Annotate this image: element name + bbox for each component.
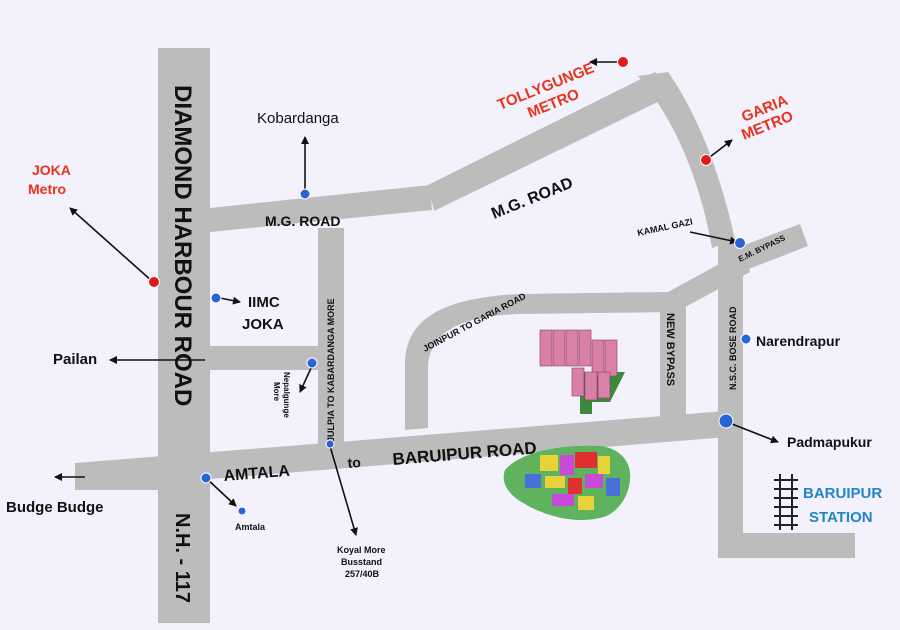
mg-road-left [210,185,432,232]
pointer-arrows [54,58,779,536]
dot-nepalgunge[interactable] [306,357,318,369]
dot-narendrapur[interactable] [740,333,752,345]
location-dots [148,56,752,516]
mg-road-right [428,72,672,211]
label-to: to [347,454,361,471]
arrow-nepalgunge [299,365,313,393]
label-padmapukur: Padmapukur [787,434,872,450]
label-baruipur-station-2: STATION [809,509,873,526]
label-joka-metro-1: JOKA [32,162,71,178]
label-kobardanga: Kobardanga [257,110,339,127]
label-diamond-harbour: DIAMOND HARBOUR ROAD [169,85,196,406]
label-pailan: Pailan [53,351,97,368]
dot-kamal-gazi[interactable] [734,237,746,249]
label-baruipur-station-1: BARUIPUR [803,485,882,502]
dot-kobardanga[interactable] [299,188,311,200]
road-network [75,48,855,623]
nsc-bose-road [718,240,743,558]
label-amtala-place: Amtala [235,522,266,532]
arrow-iimc [219,296,241,305]
dot-koyal-more[interactable] [325,439,335,449]
project-buildings-icon [539,329,625,414]
dot-padmapukur[interactable] [718,413,734,429]
label-julpia: JULPIA TO KABARDANGA MORE [326,298,336,442]
mg-road-curve [638,72,735,248]
arrow-joka-metro [69,207,154,283]
label-new-bypass: NEW BYPASS [664,313,676,386]
dot-amtala[interactable] [237,506,247,516]
dot-tollygunge-metro[interactable] [617,56,629,68]
arrow-kamal-gazi [689,231,738,245]
arrow-amtala [205,477,237,507]
label-amtala: AMTALA [223,463,291,485]
dot-joka-metro[interactable] [148,276,160,288]
label-joka-metro-2: Metro [28,181,66,197]
label-koyal-3: 257/40B [345,569,380,579]
julpia-road [318,228,344,463]
site-plan-icon [503,445,631,521]
station-labels: BARUIPUR STATION [803,485,882,526]
label-narendrapur: Narendrapur [756,333,841,349]
arrow-padmapukur [726,421,779,444]
label-mg-road-right: M.G. ROAD [489,175,575,223]
railway-station-icon [774,474,798,530]
label-nepalgunge-2: More [272,382,281,402]
label-nh117: N.H. - 117 [171,513,193,603]
label-kamal-gazi: KAMAL GAZI [636,216,693,237]
label-iimc-2: JOKA [242,316,284,333]
new-bypass-road [660,296,686,416]
station-link-road [718,533,855,558]
dot-amtala-road[interactable] [200,472,212,484]
label-koyal-2: Busstand [341,557,382,567]
label-nepalgunge-1: Nepalgunge [282,372,291,418]
label-iimc-1: IIMC [248,294,280,311]
label-nsc-bose: N.S.C. BOSE ROAD [728,306,738,390]
arrow-koyal-more [329,445,358,536]
pailan-road [205,346,323,370]
joinpur-garia-road [405,250,750,430]
label-koyal-1: Koyal More [337,545,386,555]
dot-garia-metro[interactable] [700,154,712,166]
budge-budge-link [75,463,165,490]
label-budge-budge: Budge Budge [6,499,104,516]
place-labels: Kobardanga IIMC JOKA Pailan Nepalgunge M… [6,110,872,579]
amtala-baruipur-road [75,410,740,490]
label-mg-road-left: M.G. ROAD [265,213,340,229]
diamond-harbour-road [158,48,210,623]
dot-iimc[interactable] [210,292,222,304]
